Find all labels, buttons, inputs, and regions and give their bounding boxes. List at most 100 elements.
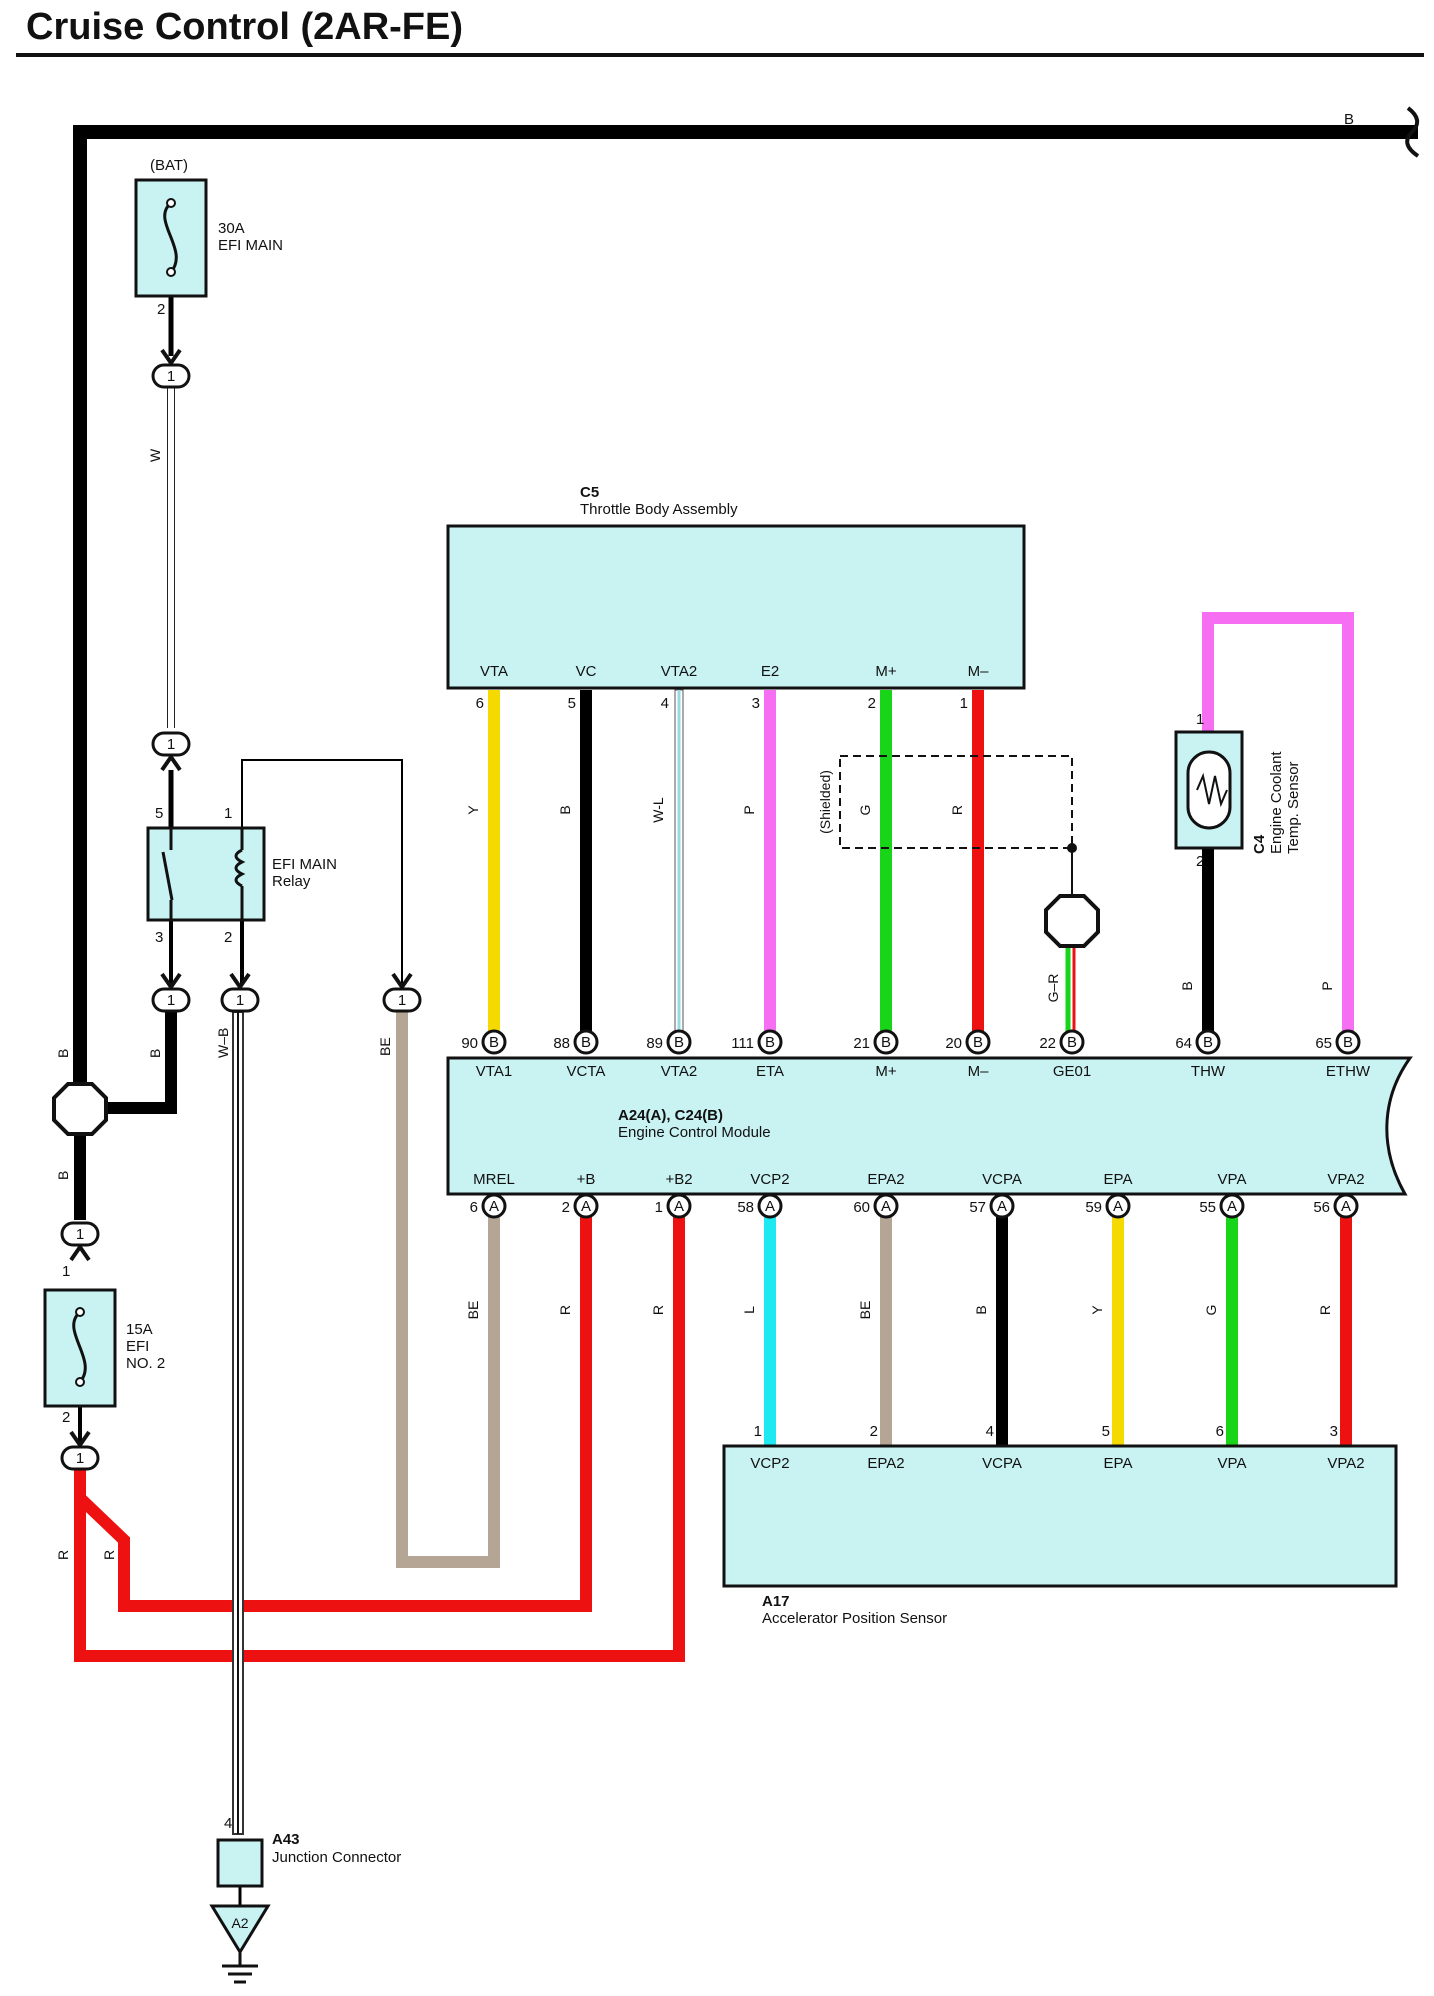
ecm-pin-epa2-letter: A — [881, 1198, 891, 1215]
tb-pin-label: 1 — [960, 695, 968, 712]
fuse2-name-1: EFI — [126, 1338, 149, 1355]
tb-term-label: E2 — [761, 663, 779, 680]
aps-term-label: VPA — [1218, 1455, 1247, 1472]
coolant-code: C4 — [1251, 834, 1268, 854]
ecm-pin-m-letter: B — [973, 1034, 983, 1051]
coolant-name-2: Temp. Sensor — [1285, 761, 1302, 854]
ecm-term-label: THW — [1191, 1063, 1226, 1080]
ecm-pin-number: 64 — [1175, 1035, 1192, 1052]
throttle-name: Throttle Body Assembly — [580, 501, 738, 518]
resistor-icon — [1196, 772, 1228, 808]
junction-connector — [216, 1838, 264, 1888]
wire-plus-b2 — [74, 1206, 685, 1662]
aps-term-label: VCPA — [982, 1455, 1022, 1472]
ecm-pin-vcta-letter: B — [581, 1034, 591, 1051]
engine-control-module — [446, 1056, 1413, 1196]
coolant-wire-color-label: P — [1319, 981, 1335, 990]
ecm-pin-number: 20 — [945, 1035, 962, 1052]
relay-switch-blade — [161, 851, 174, 901]
ecm-bottom-pin-number: 60 — [853, 1199, 870, 1216]
wire-ethw — [1202, 612, 1354, 1042]
connector-relay-b-label: 1 — [167, 992, 175, 1009]
wire-mrel — [396, 1012, 500, 1568]
fuse2-pin-out: 2 — [62, 1409, 70, 1426]
ecm-term-label: ETA — [756, 1063, 784, 1080]
bat-label: (BAT) — [150, 157, 188, 174]
ecm-term-label: VTA1 — [476, 1063, 512, 1080]
tb-wire-color-label: R — [949, 805, 965, 815]
ecm-term-label: VCTA — [567, 1063, 606, 1080]
tb-term-label: VTA — [480, 663, 508, 680]
ecm-pin-ge01 — [1059, 1029, 1085, 1055]
tb-term-label: M– — [968, 663, 989, 680]
connector-w-bottom-arrow — [160, 753, 182, 772]
ecm-pin-vcp2 — [757, 1193, 783, 1219]
ecm-pin-number: 65 — [1315, 1035, 1332, 1052]
ecm-pin-b-letter: A — [581, 1198, 591, 1215]
ge01-wire-color-label: G–R — [1045, 974, 1061, 1003]
ecm-pin-vta1-letter: B — [489, 1034, 499, 1051]
relay-coil-feed-wire — [241, 759, 403, 984]
ecm-pin-vcpa — [989, 1193, 1015, 1219]
fuse-main-pin: 2 — [157, 301, 165, 318]
ecm-bottom-wire-color-label: G — [1203, 1305, 1219, 1316]
ecm-bottom-wire-color-label: B — [973, 1305, 989, 1314]
junction-pin: 4 — [224, 1815, 232, 1832]
ecm-bottom-wire-color-label: Y — [1089, 1305, 1105, 1315]
relay-pin-1: 1 — [224, 805, 232, 822]
ecm-pin-number: 111 — [731, 1035, 754, 1052]
ecm-bottom-pin-number: 6 — [470, 1199, 478, 1216]
thermistor-icon — [1186, 750, 1232, 830]
ecm-bottom-wire-color-label: R — [1317, 1305, 1333, 1315]
ecm-pin-mrel — [481, 1193, 507, 1219]
ecm-pin-ethw-letter: B — [1343, 1034, 1353, 1051]
aps-code: A17 — [762, 1593, 790, 1610]
ecm-pin-epa-letter: A — [1113, 1198, 1123, 1215]
relay-pin-5: 5 — [155, 805, 163, 822]
tb-term-label: VTA2 — [661, 663, 697, 680]
shielded-label: (Shielded) — [817, 770, 833, 834]
ecm-pin-m — [873, 1029, 899, 1055]
ecm-bottom-pin-number: 57 — [969, 1199, 986, 1216]
r-wire-label-a: R — [55, 1550, 71, 1560]
ecm-pin-thw — [1195, 1029, 1221, 1055]
w-wire-label: W — [147, 448, 163, 462]
ecm-pin-b2-letter: A — [674, 1198, 684, 1215]
shield-splice — [1044, 894, 1100, 948]
ecm-bottom-term-label: VPA — [1218, 1171, 1247, 1188]
ecm-bottom-wire-color-label: BE — [857, 1301, 873, 1320]
tb-term-label: M+ — [875, 663, 896, 680]
wires-layer — [73, 106, 1420, 1906]
junction-name: Junction Connector — [272, 1849, 401, 1866]
ecm-pin-number: 89 — [646, 1035, 663, 1052]
ecm-bottom-term-label: VCP2 — [750, 1171, 789, 1188]
w-b-wire-label: W–B — [215, 1028, 231, 1058]
ecm-pin-vcta — [573, 1029, 599, 1055]
ecm-bottom-wire-color-label: L — [741, 1306, 757, 1314]
tb-pin-label: 3 — [752, 695, 760, 712]
ecm-pin-vpa2 — [1333, 1193, 1359, 1219]
ecm-pin-vta2 — [666, 1029, 692, 1055]
coolant-pin-top: 1 — [1196, 711, 1204, 728]
ecm-term-label: ETHW — [1326, 1063, 1371, 1080]
aps-pin-label: 2 — [870, 1423, 878, 1440]
fuse-terminal-icon — [166, 198, 176, 208]
tb-term-label: VC — [576, 663, 597, 680]
connector-w-bottom-label: 1 — [167, 736, 175, 753]
connector-be-label: 1 — [398, 992, 406, 1009]
fuse-terminal-icon — [166, 267, 176, 277]
aps-pin-label: 1 — [754, 1423, 762, 1440]
junction-code: A43 — [272, 1831, 300, 1848]
ecm-bottom-term-label: MREL — [473, 1171, 515, 1188]
relay-name-1: EFI MAIN — [272, 856, 337, 873]
ecm-pin-thw-letter: B — [1203, 1034, 1213, 1051]
ecm-pin-vpa2-letter: A — [1341, 1198, 1351, 1215]
ecm-pin-ge01-letter: B — [1067, 1034, 1077, 1051]
ecm-bottom-pin-number: 2 — [562, 1199, 570, 1216]
aps-term-label: VCP2 — [750, 1455, 789, 1472]
ecm-bottom-term-label: VCPA — [982, 1171, 1022, 1188]
coolant-wire-color-label: B — [1179, 981, 1195, 990]
fuse2-element-icon — [72, 1310, 87, 1383]
